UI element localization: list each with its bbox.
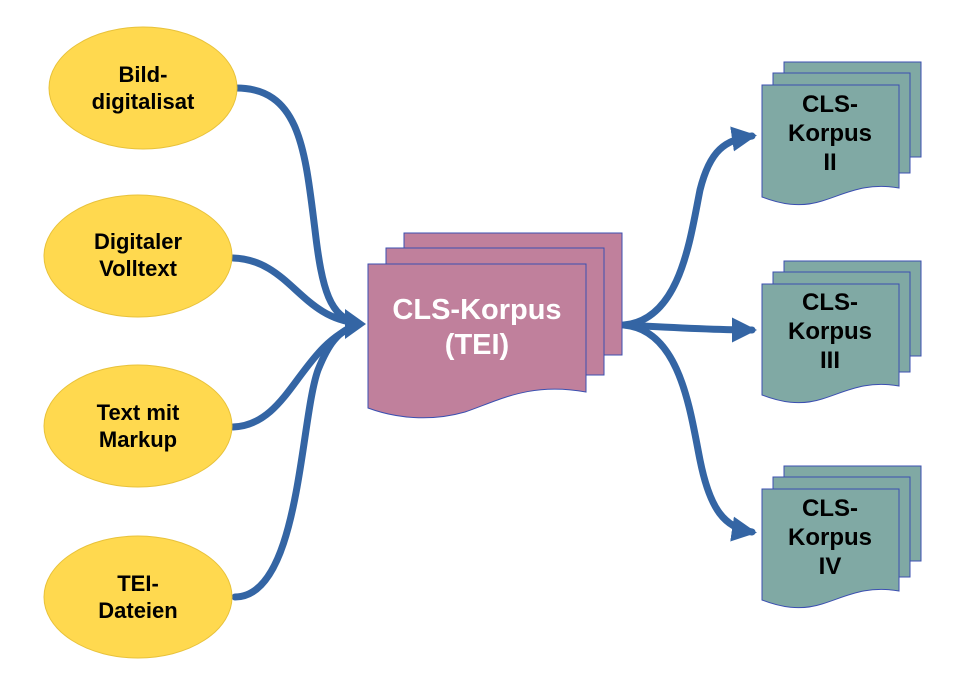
center-label-line1: CLS-Korpus [392,294,561,326]
connector-korpus-ii [620,126,757,329]
source-label-line2: digitalisat [92,89,195,114]
output-multidocument-iii: CLS- Korpus III [761,260,922,404]
output-label-line1: CLS- [802,289,858,316]
center-label-line2: (TEI) [445,329,509,361]
output-label-line2: Korpus [788,524,872,551]
connector-korpus-iv [620,321,757,542]
output-document-front [761,84,900,206]
output-connectors [620,126,758,542]
source-label-line1: Digitaler [94,229,182,254]
source-label-line2: Volltext [99,256,178,281]
source-label-line1: Bild- [119,62,168,87]
connector-tei-dateien [231,321,362,601]
center-multidocument: CLS-Korpus (TEI) [367,232,623,419]
source-label-line2: Markup [99,427,177,452]
connector-digitaler-volltext [229,254,362,327]
output-label-line1: CLS- [802,91,858,118]
source-node-1: Bild- digitalisat [48,26,238,150]
output-label-line3: II [823,149,836,176]
output-document-front [761,283,900,404]
source-label-line2: Dateien [98,598,177,623]
source-node-3: Text mit Markup [43,364,233,488]
input-connectors [229,84,362,601]
source-ellipse [48,26,238,150]
source-label-line1: TEI- [117,571,159,596]
source-node-2: Digitaler Volltext [43,194,233,318]
output-label-line3: IV [819,553,842,580]
output-label-line2: Korpus [788,120,872,147]
output-document-front [761,488,900,609]
source-label-line1: Text mit [97,400,180,425]
output-multidocument-ii: CLS- Korpus II [761,61,922,206]
connector-bilddigitalisat [232,84,362,327]
center-input-arrowhead [345,309,366,339]
output-multidocument-iv: CLS- Korpus IV [761,465,922,609]
connector-text-mit-markup [229,321,362,431]
source-ellipse [43,194,233,318]
output-label-line1: CLS- [802,495,858,522]
output-label-line3: III [820,347,840,374]
source-ellipse [43,364,233,488]
source-node-4: TEI- Dateien [43,535,233,659]
output-label-line2: Korpus [788,318,872,345]
center-document-front [367,263,587,419]
source-ellipse [43,535,233,659]
